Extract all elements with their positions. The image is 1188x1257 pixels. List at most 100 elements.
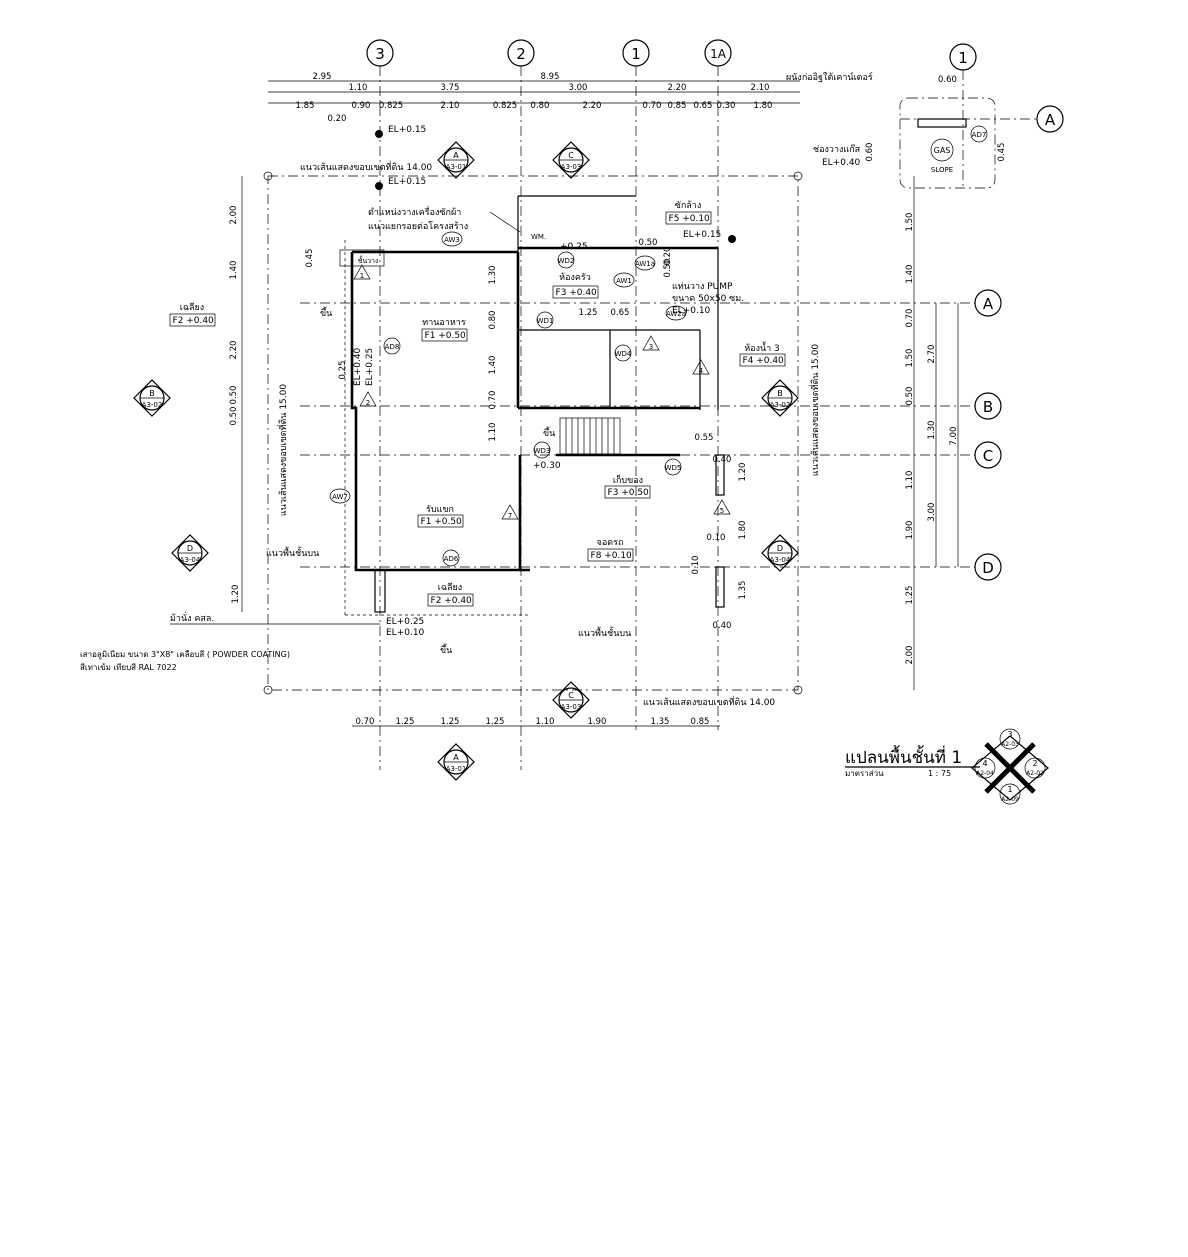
svg-text:1.20: 1.20 — [231, 585, 241, 604]
svg-text:2.10: 2.10 — [751, 83, 770, 93]
svg-text:EL+0.25: EL+0.25 — [386, 617, 424, 627]
dimensions-left: 2.00 1.40 2.20 0.50 0.50 0.45 1.20 0.25 — [229, 176, 348, 612]
svg-text:0.90: 0.90 — [352, 101, 371, 111]
svg-text:3.75: 3.75 — [441, 83, 460, 93]
svg-text:EL+0.15: EL+0.15 — [388, 125, 426, 135]
svg-text:F8: F8 — [591, 551, 602, 561]
room-carport-name: จอดรถ — [597, 538, 624, 548]
section-mark-d-left: D A3-04 — [171, 534, 209, 572]
svg-text:ขนาด 50x50 ซม.: ขนาด 50x50 ซม. — [672, 294, 744, 304]
svg-text:7: 7 — [508, 512, 512, 520]
svg-text:+0.40: +0.40 — [444, 596, 472, 606]
svg-text:AW1a: AW1a — [635, 260, 655, 268]
svg-text:C: C — [568, 151, 574, 160]
svg-text:1.85: 1.85 — [296, 101, 315, 111]
svg-text:แนวพื้นชั้นบน: แนวพื้นชั้นบน — [578, 626, 631, 639]
svg-text:+0.10: +0.10 — [604, 551, 632, 561]
svg-text:+0.50: +0.50 — [434, 517, 462, 527]
stair — [559, 417, 621, 455]
grid-bubbles-top: 3 2 1 1A 1 — [366, 39, 977, 770]
svg-text:1.50: 1.50 — [905, 349, 915, 368]
svg-text:A3-04: A3-04 — [180, 556, 201, 564]
svg-text:SLOPE: SLOPE — [931, 166, 953, 174]
svg-text:WM.: WM. — [531, 233, 546, 241]
svg-text:2.20: 2.20 — [668, 83, 687, 93]
svg-text:1.25: 1.25 — [396, 717, 415, 727]
svg-text:สีเทาเข้ม เทียบสี RAL 7022: สีเทาเข้ม เทียบสี RAL 7022 — [80, 663, 177, 672]
section-mark-a-top: A A3-01 — [437, 141, 475, 179]
svg-text:+0.10: +0.10 — [682, 214, 710, 224]
room-living-name: รับแขก — [426, 505, 454, 515]
svg-text:0.50: 0.50 — [229, 407, 239, 426]
svg-text:0.85: 0.85 — [691, 717, 710, 727]
svg-text:0.25: 0.25 — [338, 361, 348, 380]
svg-text:1.40: 1.40 — [229, 261, 239, 280]
grid-bubble-1-detail: 1 — [958, 49, 968, 67]
svg-text:F4: F4 — [743, 356, 754, 366]
grid-bubble-2: 2 — [516, 45, 526, 63]
grid-bubble-b: B — [983, 398, 993, 416]
grid-bubbles-right: A B C D A — [300, 105, 1064, 581]
svg-text:แนวเส้นแสดงขอบเขตที่ดิน 15.00: แนวเส้นแสดงขอบเขตที่ดิน 15.00 — [276, 384, 289, 516]
svg-text:1.25: 1.25 — [486, 717, 505, 727]
svg-text:F1: F1 — [421, 517, 432, 527]
annotations: EL+0.15 EL+0.15 EL+0.15 แนวเส้นแสดงขอบเข… — [80, 71, 873, 708]
svg-text:ขึ้น: ขึ้น — [320, 306, 332, 319]
grid-bubble-1a: 1A — [710, 47, 727, 61]
room-kitchen-name: ห้องครัว — [559, 272, 591, 283]
svg-text:F5: F5 — [669, 214, 680, 224]
svg-text:1.90: 1.90 — [588, 717, 607, 727]
section-mark-c-bottom: C A3-03 — [552, 681, 590, 719]
svg-text:1.30: 1.30 — [488, 266, 498, 285]
svg-text:1.10: 1.10 — [488, 423, 498, 442]
svg-text:0.45: 0.45 — [305, 249, 315, 268]
svg-text:F3: F3 — [608, 488, 619, 498]
svg-text:C: C — [568, 691, 574, 700]
svg-text:A3-04: A3-04 — [770, 556, 791, 564]
svg-text:7.00: 7.00 — [949, 427, 959, 446]
svg-text:1.25: 1.25 — [441, 717, 460, 727]
svg-text:A: A — [453, 151, 459, 160]
elevation-key: 3 A2-03 4 A2-04 2 A2-02 1 A2-09 — [971, 728, 1049, 805]
dimensions-right: 1.50 1.40 0.70 1.50 0.50 1.10 1.90 1.25 … — [905, 176, 959, 690]
gas-label: GAS — [934, 146, 951, 155]
grid-bubble-1: 1 — [631, 45, 641, 63]
wall-type-marks: 1 2 3 4 5 7 — [353, 264, 731, 520]
svg-text:4: 4 — [699, 367, 704, 375]
svg-text:0.50: 0.50 — [663, 259, 673, 278]
svg-text:+0.30: +0.30 — [533, 461, 561, 471]
svg-text:ช่องวางแก๊ส: ช่องวางแก๊ส — [813, 144, 861, 155]
section-marks: A A3-01 C A3-03 B A3-02 B A3-02 — [133, 141, 799, 781]
svg-text:A3-02: A3-02 — [770, 401, 791, 409]
dimensions-bottom: 0.70 1.25 1.25 1.25 1.10 1.90 1.35 0.85 — [352, 717, 720, 727]
svg-text:ขึ้น: ขึ้น — [440, 643, 452, 656]
svg-text:1: 1 — [360, 272, 364, 280]
svg-text:F2: F2 — [431, 596, 442, 606]
svg-text:0.60: 0.60 — [865, 143, 875, 162]
site-boundary — [263, 171, 803, 695]
room-dining-name: ทานอาหาร — [422, 318, 466, 328]
svg-text:A3-02: A3-02 — [142, 401, 163, 409]
svg-text:0.30: 0.30 — [717, 101, 736, 111]
svg-text:0.85: 0.85 — [668, 101, 687, 111]
room-terrace-left-name: เฉลียง — [180, 302, 204, 313]
svg-text:2: 2 — [1032, 759, 1037, 768]
svg-text:แนวพื้นชั้นบน: แนวพื้นชั้นบน — [266, 546, 319, 559]
svg-text:A: A — [453, 753, 459, 762]
svg-text:A2-02: A2-02 — [1026, 770, 1044, 777]
svg-text:AW7: AW7 — [332, 493, 348, 501]
svg-text:AW2a: AW2a — [666, 310, 686, 318]
svg-text:แนวแยกรอยต่อโครงสร้าง: แนวแยกรอยต่อโครงสร้าง — [368, 221, 468, 232]
drawing-title: แปลนพื้นชั้นที่ 1 — [845, 745, 962, 768]
svg-text:1.10: 1.10 — [536, 717, 555, 727]
svg-text:0.20: 0.20 — [663, 247, 673, 266]
svg-text:A2-04: A2-04 — [976, 770, 994, 777]
svg-text:1.80: 1.80 — [754, 101, 773, 111]
svg-text:5: 5 — [720, 507, 724, 515]
svg-text:+0.40: +0.40 — [756, 356, 784, 366]
section-mark-b-right: B A3-02 — [761, 379, 799, 417]
svg-text:0.825: 0.825 — [493, 101, 517, 111]
svg-text:0.70: 0.70 — [356, 717, 375, 727]
svg-text:0.40: 0.40 — [713, 455, 732, 465]
